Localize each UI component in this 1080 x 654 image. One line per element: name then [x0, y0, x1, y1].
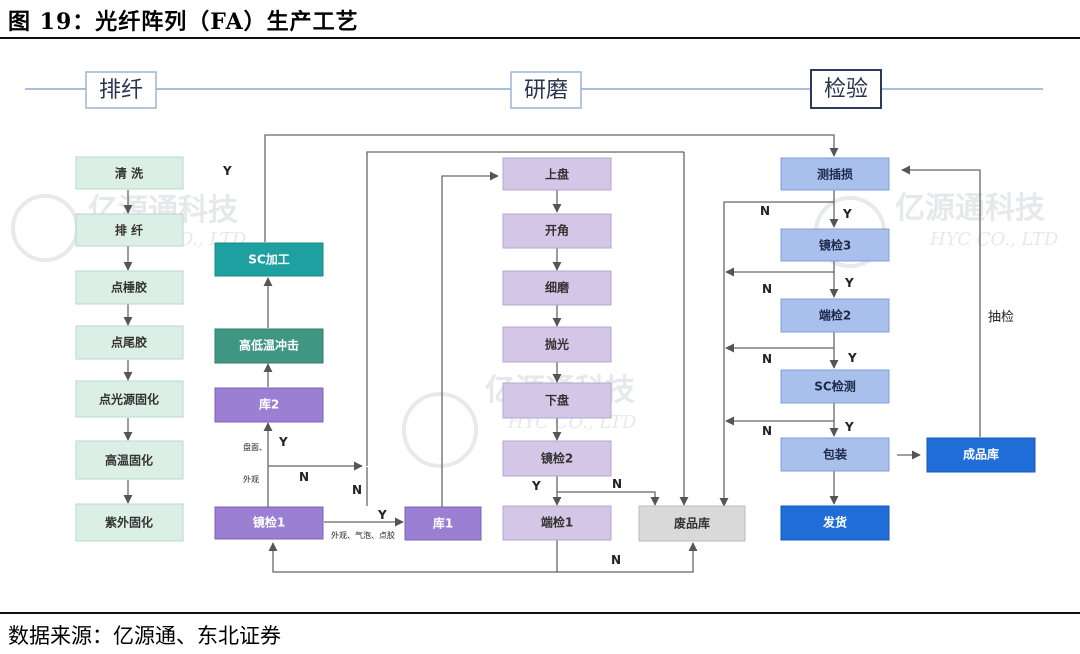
- watermark-name: 亿源通科技: [895, 191, 1045, 226]
- label-choujian: 抽检: [988, 310, 1014, 325]
- box-ku1: 库1: [404, 506, 482, 541]
- svg-text:库1: 库1: [433, 516, 453, 531]
- svg-text:点棰胶: 点棰胶: [111, 280, 147, 295]
- svg-text:点尾胶: 点尾胶: [111, 335, 147, 350]
- svg-text:端检1: 端检1: [541, 515, 573, 530]
- svg-text:紫外固化: 紫外固化: [105, 515, 153, 530]
- box-kaijiao: 开角: [502, 213, 612, 249]
- stage-label: 排纤: [99, 78, 143, 103]
- stage-yanmo: 研磨: [510, 71, 582, 109]
- label-n: N: [762, 424, 772, 438]
- label-n: N: [299, 470, 309, 484]
- svg-text:上盘: 上盘: [545, 167, 569, 182]
- box-feipinku: 废品库: [638, 505, 746, 542]
- svg-text:成品库: 成品库: [963, 447, 999, 462]
- box-duanjian2: 端检2: [780, 298, 890, 333]
- box-chengpinku: 成品库: [926, 437, 1036, 473]
- svg-text:抛光: 抛光: [545, 337, 569, 352]
- flow-diagram: 亿源通科技 HYC CO., LTD 亿源通科技 HYC CO., LTD 亿源…: [11, 69, 1059, 573]
- svg-text:测插损: 测插损: [817, 167, 853, 182]
- box-ziwai: 紫外固化: [75, 503, 184, 542]
- watermark-right: 亿源通科技 HYC CO., LTD: [814, 191, 1059, 268]
- svg-text:端检2: 端检2: [819, 308, 851, 323]
- box-dianguangyuan: 点光源固化: [75, 380, 184, 418]
- box-duanjian1: 端检1: [502, 505, 612, 541]
- box-cechasun: 测插损: [780, 157, 890, 191]
- label-y: Y: [531, 479, 541, 493]
- edge-labels: Y Y N N Y 盘面、 外观 外观、气泡、点胶 Y N N N Y N Y …: [222, 164, 1014, 567]
- box-paixian: 排 纤: [75, 213, 184, 247]
- label-defects-left: 盘面、: [243, 442, 267, 452]
- stage-label: 研磨: [524, 78, 568, 103]
- svg-text:库2: 库2: [259, 397, 279, 412]
- box-gaodiwen: 高低温冲击: [214, 328, 324, 364]
- label-n: N: [762, 352, 772, 366]
- label-defects-bottom: 外观、气泡、点胶: [331, 530, 395, 540]
- page-title: 图 19：光纤阵列（FA）生产工艺: [8, 9, 359, 35]
- box-jingjian2: 镜检2: [502, 440, 612, 477]
- label-y: Y: [844, 420, 854, 434]
- stage-jianyan: 检验: [810, 69, 882, 109]
- box-jingjian3: 镜检3: [780, 228, 890, 262]
- box-paoguang: 抛光: [502, 326, 612, 363]
- connectors: [123, 134, 981, 573]
- svg-text:开角: 开角: [545, 223, 569, 238]
- title-rule: [0, 37, 1080, 39]
- label-y: Y: [377, 508, 387, 522]
- svg-text:SC检测: SC检测: [814, 379, 855, 394]
- box-dianzhuijiao: 点棰胶: [75, 270, 184, 305]
- svg-text:高温固化: 高温固化: [105, 453, 153, 468]
- box-ku2: 库2: [214, 387, 324, 423]
- box-dianweijiao: 点尾胶: [75, 325, 184, 360]
- label-y: Y: [844, 276, 854, 290]
- svg-text:下盘: 下盘: [545, 393, 569, 408]
- label-n: N: [352, 483, 362, 497]
- source-note: 数据来源：亿源通、东北证券: [8, 624, 281, 648]
- label-n: N: [612, 477, 622, 491]
- svg-text:镜检3: 镜检3: [819, 238, 851, 253]
- svg-text:细磨: 细磨: [545, 280, 569, 295]
- box-gaowen: 高温固化: [75, 440, 184, 480]
- box-ximo: 细磨: [502, 270, 612, 306]
- label-y: Y: [278, 435, 288, 449]
- svg-text:清 洗: 清 洗: [115, 166, 143, 181]
- box-xiapan: 下盘: [502, 382, 612, 419]
- label-y: Y: [222, 164, 232, 178]
- stage-label: 检验: [824, 77, 868, 102]
- label-n: N: [762, 282, 772, 296]
- box-baozhuang: 包装: [780, 437, 890, 472]
- box-qingxi: 清 洗: [75, 156, 184, 190]
- svg-text:高低温冲击: 高低温冲击: [239, 338, 299, 353]
- svg-text:废品库: 废品库: [674, 516, 710, 531]
- svg-text:镜检2: 镜检2: [541, 451, 573, 466]
- box-fahuo: 发货: [780, 505, 890, 541]
- label-n: N: [760, 204, 770, 218]
- label-y: Y: [842, 207, 852, 221]
- source-rule: [0, 612, 1080, 614]
- label-n: N: [611, 553, 621, 567]
- svg-text:包装: 包装: [822, 447, 847, 462]
- box-shangpan: 上盘: [502, 157, 612, 191]
- watermark-sub: HYC CO., LTD: [929, 229, 1059, 250]
- svg-text:镜检1: 镜检1: [253, 515, 285, 530]
- label-defects-left: 外观: [243, 474, 259, 484]
- stage-paixian: 排纤: [85, 71, 157, 109]
- svg-text:发货: 发货: [822, 515, 847, 530]
- svg-text:点光源固化: 点光源固化: [99, 392, 159, 407]
- box-sc-jiagong: SC加工: [214, 242, 324, 277]
- svg-text:SC加工: SC加工: [248, 252, 289, 267]
- box-jingjian1: 镜检1: [214, 506, 324, 540]
- box-sc-jiance: SC检测: [780, 369, 890, 404]
- svg-text:排 纤: 排 纤: [115, 223, 143, 238]
- label-y: Y: [847, 351, 857, 365]
